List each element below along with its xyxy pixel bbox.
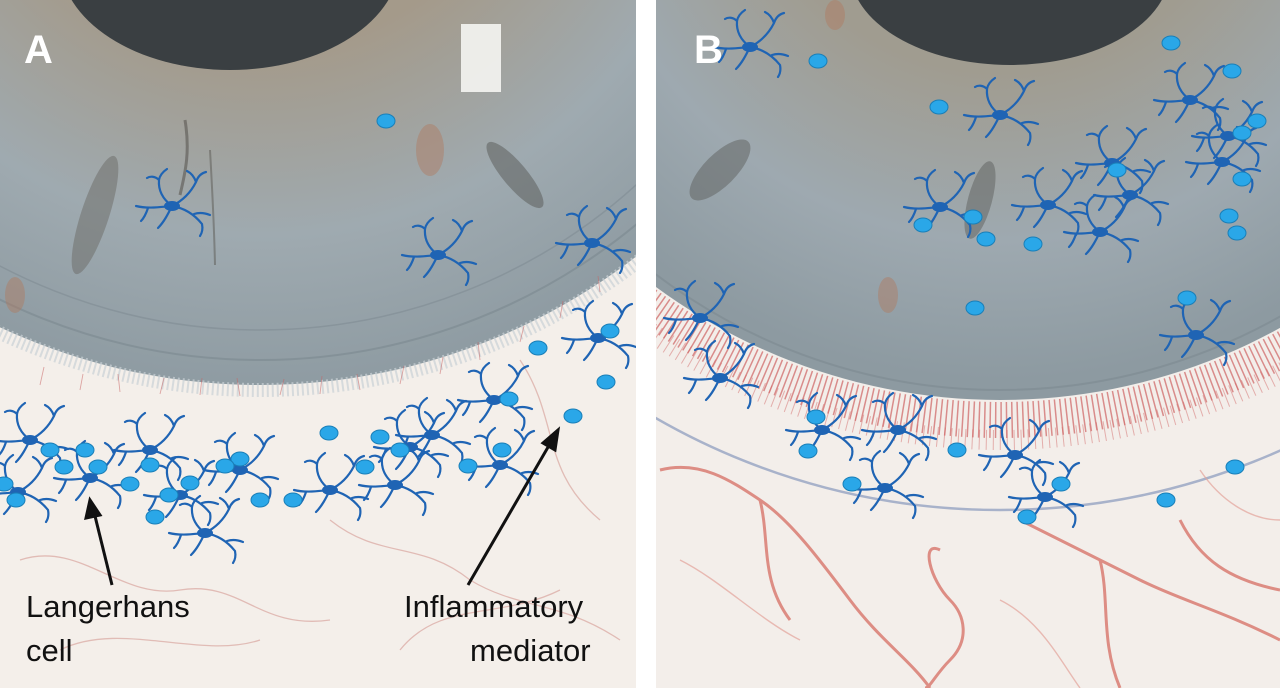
panel-a-iris [0, 0, 636, 385]
langerhans-arrowhead [84, 496, 103, 520]
panel-b-scleral-vessels [659, 465, 1280, 688]
panel-b: B [656, 0, 1280, 688]
panel-a-inflammatory-mediators [0, 113, 620, 525]
mediator-arrow [466, 441, 553, 586]
panel-a-light-reflection [461, 24, 501, 92]
panel-a-label: A [24, 28, 53, 72]
mediator-label-line2: mediator [470, 633, 591, 668]
panel-b-limbus-line [656, 416, 1280, 512]
mediator-arrowhead [540, 426, 561, 453]
panel-b-inflammatory-mediators [798, 35, 1267, 525]
langerhans-arrow [92, 511, 114, 586]
panel-a-arrows [84, 426, 561, 586]
panel-a: A Langerhans cell Inflammatory mediator [0, 0, 636, 688]
mediator-label-line1: Inflammatory [404, 589, 584, 624]
langerhans-label-line1: Langerhans [26, 589, 190, 624]
langerhans-label-line2: cell [26, 633, 73, 668]
panel-divider [636, 0, 656, 688]
panel-b-label: B [694, 28, 723, 72]
panel-b-pupil [858, 0, 1162, 65]
panel-a-pupil [71, 0, 389, 70]
